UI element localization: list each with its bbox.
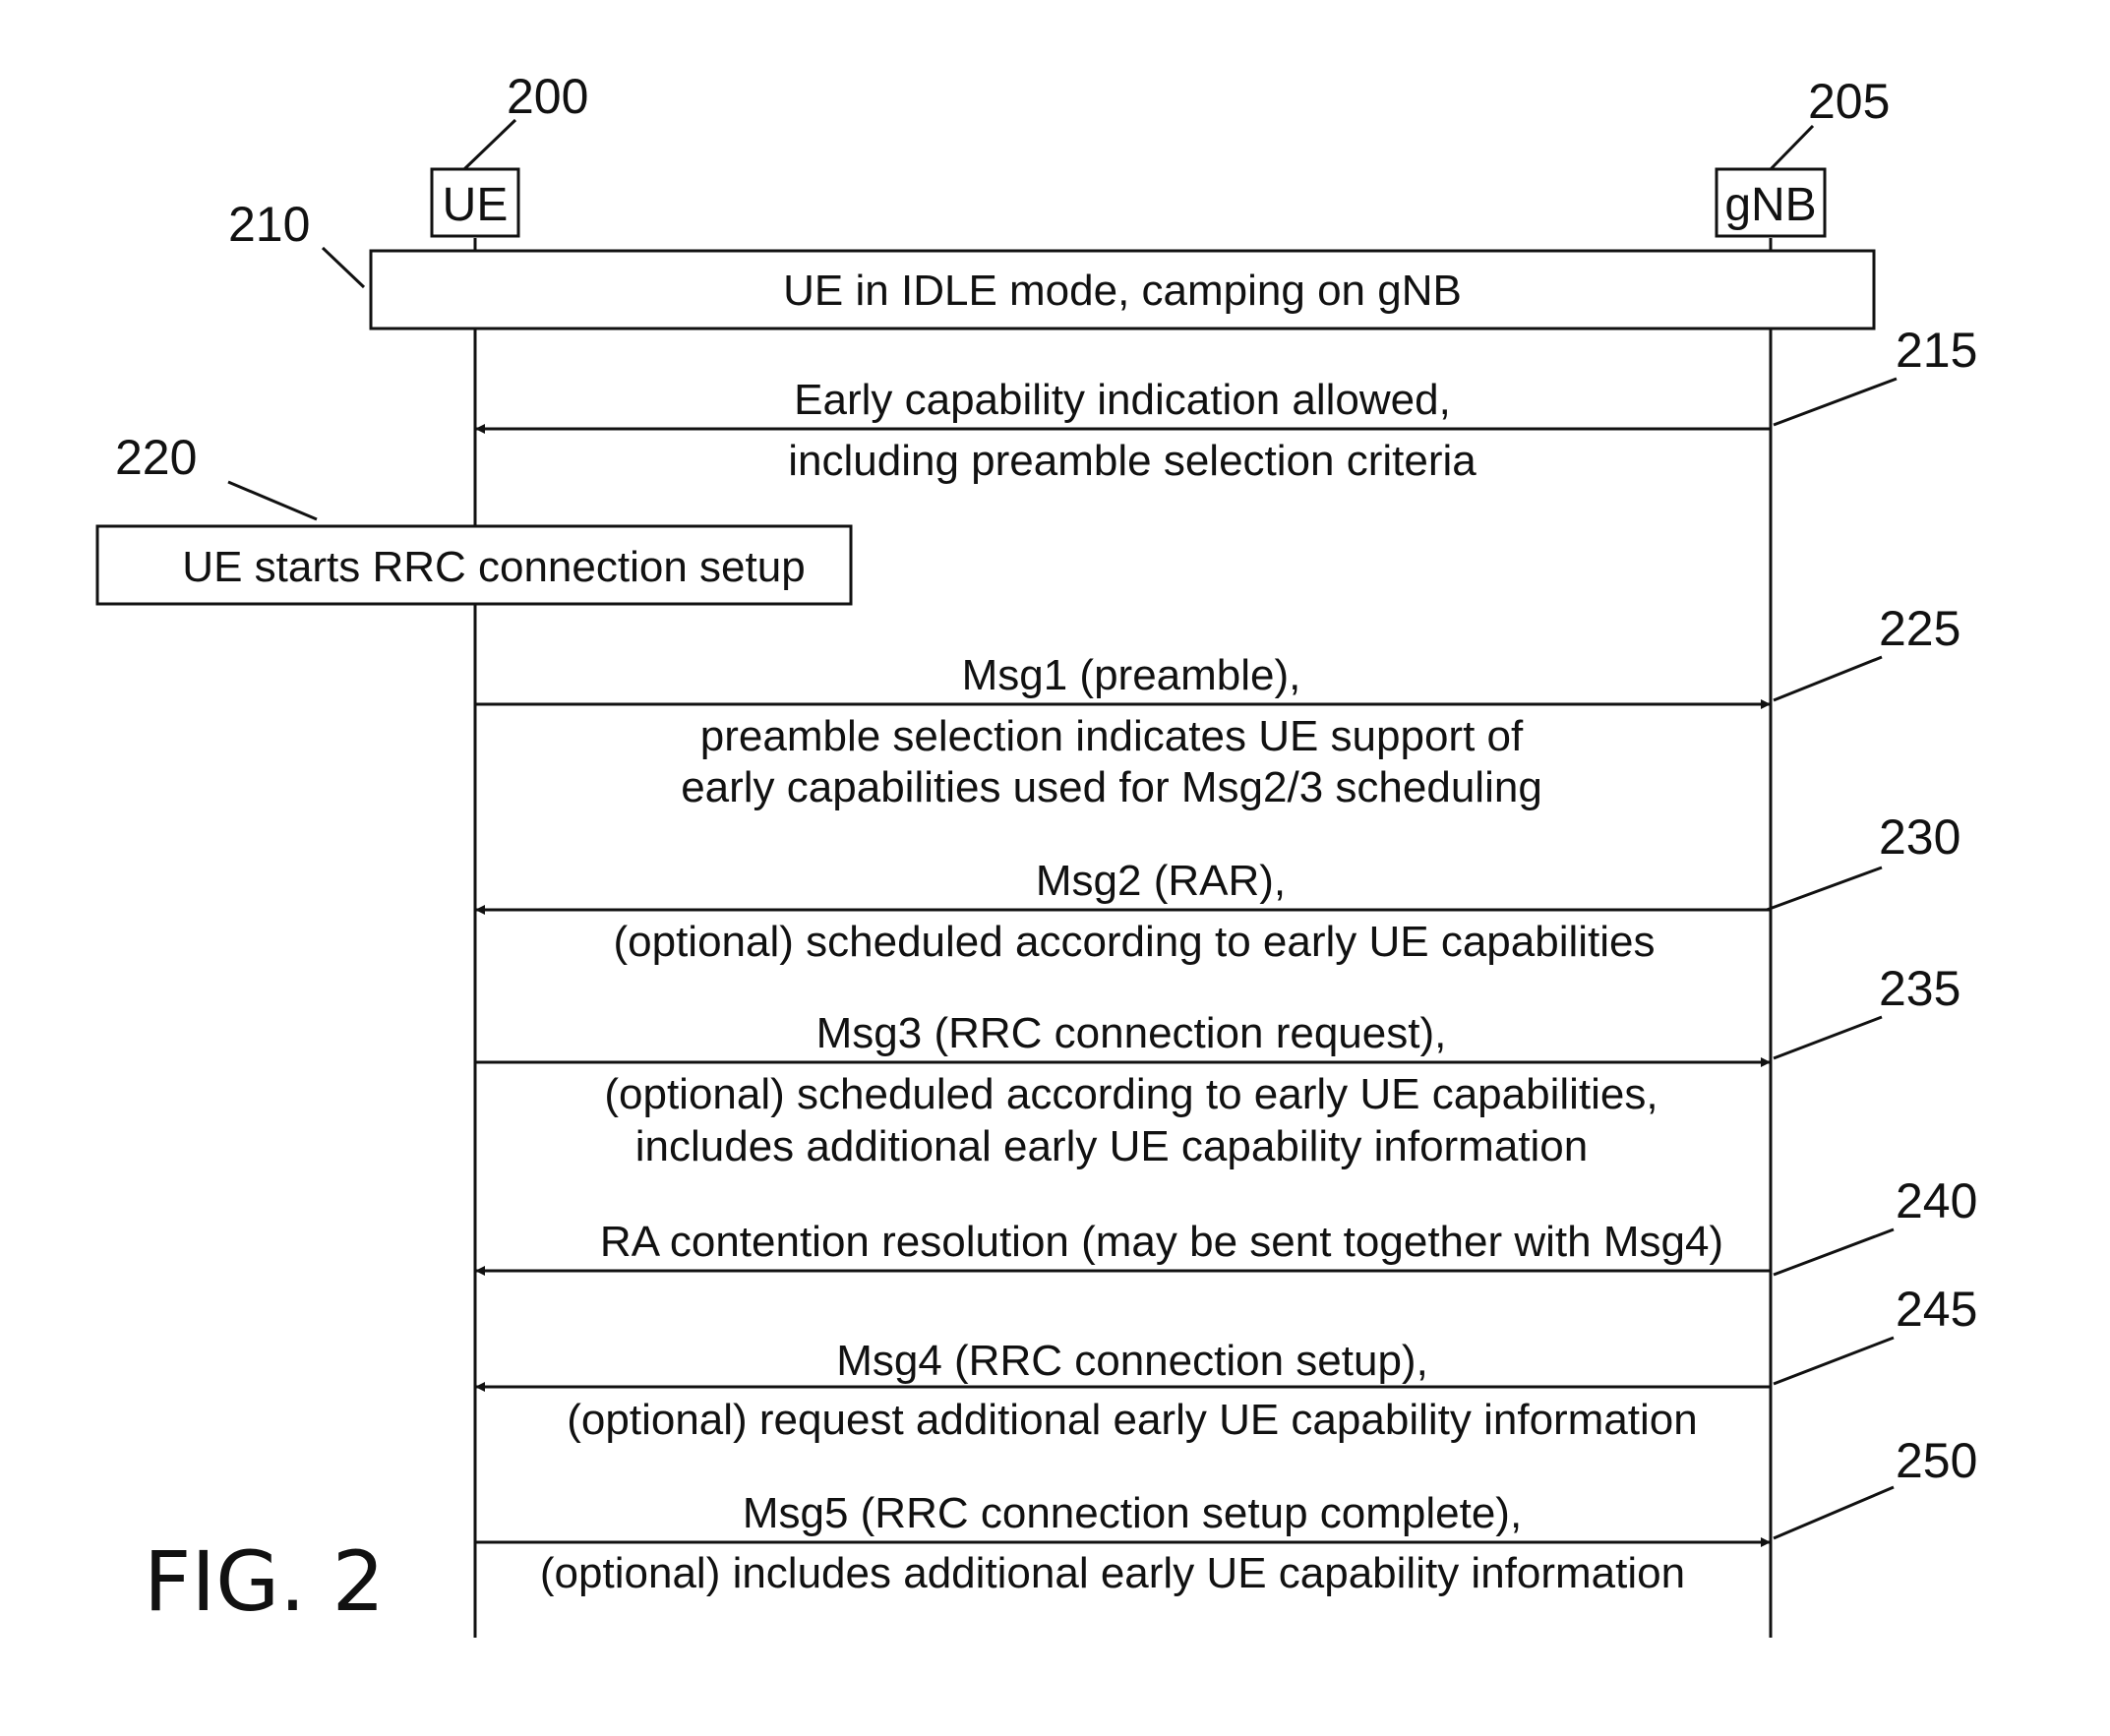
message-245-ref-leader bbox=[1773, 1336, 1895, 1386]
message-230-ref-number: 230 bbox=[1879, 809, 1960, 865]
message-245-ref-number: 245 bbox=[1896, 1282, 1977, 1337]
message-250: Msg5 (RRC connection setup complete), (o… bbox=[475, 1433, 1977, 1597]
message-230-line-1: Msg2 (RAR), bbox=[1036, 857, 1286, 905]
message-225-ref-leader bbox=[1773, 655, 1883, 702]
idle-mode-ref-number: 210 bbox=[228, 197, 310, 252]
message-245: Msg4 (RRC connection setup), (optional) … bbox=[475, 1282, 1977, 1444]
message-225-ref-number: 225 bbox=[1879, 601, 1960, 656]
gnb-label: gNB bbox=[1724, 179, 1816, 231]
idle-mode-box: UE in IDLE mode, camping on gNB 210 bbox=[228, 197, 1876, 330]
message-240: RA contention resolution (may be sent to… bbox=[475, 1173, 1977, 1277]
message-250-ref-number: 250 bbox=[1896, 1433, 1977, 1488]
message-245-line-1: Msg4 (RRC connection setup), bbox=[836, 1337, 1428, 1385]
message-225: Msg1 (preamble), preamble selection indi… bbox=[475, 601, 1960, 811]
rrc-setup-start-ref-leader bbox=[227, 480, 318, 521]
rrc-setup-start-ref-number: 220 bbox=[115, 430, 197, 485]
message-240-line-1: RA contention resolution (may be sent to… bbox=[600, 1218, 1723, 1266]
message-240-ref-number: 240 bbox=[1896, 1173, 1977, 1228]
gnb-ref-leader bbox=[1769, 124, 1815, 171]
idle-mode-text: UE in IDLE mode, camping on gNB bbox=[783, 267, 1462, 315]
ue-label: UE bbox=[443, 179, 509, 231]
message-215: Early capability indication allowed, inc… bbox=[475, 323, 1977, 485]
message-235-line-3: includes additional early UE capability … bbox=[635, 1122, 1589, 1170]
message-245-line-2: (optional) request additional early UE c… bbox=[567, 1396, 1698, 1444]
message-230-ref-leader bbox=[1766, 866, 1883, 912]
message-235: Msg3 (RRC connection request), (optional… bbox=[475, 961, 1960, 1170]
message-215-line-1: Early capability indication allowed, bbox=[794, 376, 1451, 424]
message-215-line-2: including preamble selection criteria bbox=[788, 437, 1477, 485]
ue-ref-leader bbox=[462, 118, 517, 171]
message-235-line-1: Msg3 (RRC connection request), bbox=[816, 1009, 1447, 1057]
message-225-line-1: Msg1 (preamble), bbox=[962, 651, 1301, 699]
message-225-line-3: early capabilities used for Msg2/3 sched… bbox=[681, 763, 1542, 811]
gnb-ref-number: 205 bbox=[1808, 74, 1890, 129]
ue-entity: UE 200 bbox=[430, 69, 588, 238]
message-235-line-2: (optional) scheduled according to early … bbox=[604, 1070, 1658, 1118]
ue-ref-number: 200 bbox=[507, 69, 588, 124]
rrc-setup-start-box: UE starts RRC connection setup 220 bbox=[95, 430, 853, 606]
message-215-ref-leader bbox=[1773, 377, 1898, 427]
figure-label: FIG. 2 bbox=[144, 1533, 385, 1630]
idle-mode-ref-leader bbox=[321, 246, 366, 289]
message-250-line-2: (optional) includes additional early UE … bbox=[540, 1549, 1685, 1597]
message-235-ref-leader bbox=[1773, 1015, 1883, 1060]
message-225-line-2: preamble selection indicates UE support … bbox=[700, 712, 1524, 760]
message-215-ref-number: 215 bbox=[1896, 323, 1977, 378]
rrc-setup-start-text: UE starts RRC connection setup bbox=[182, 543, 805, 591]
gnb-entity: gNB 205 bbox=[1715, 74, 1890, 238]
message-240-ref-leader bbox=[1773, 1227, 1895, 1277]
message-250-ref-leader bbox=[1773, 1485, 1895, 1540]
message-230: Msg2 (RAR), (optional) scheduled accordi… bbox=[475, 809, 1960, 966]
message-250-line-1: Msg5 (RRC connection setup complete), bbox=[743, 1489, 1522, 1537]
message-235-ref-number: 235 bbox=[1879, 961, 1960, 1016]
message-230-line-2: (optional) scheduled according to early … bbox=[613, 918, 1655, 966]
